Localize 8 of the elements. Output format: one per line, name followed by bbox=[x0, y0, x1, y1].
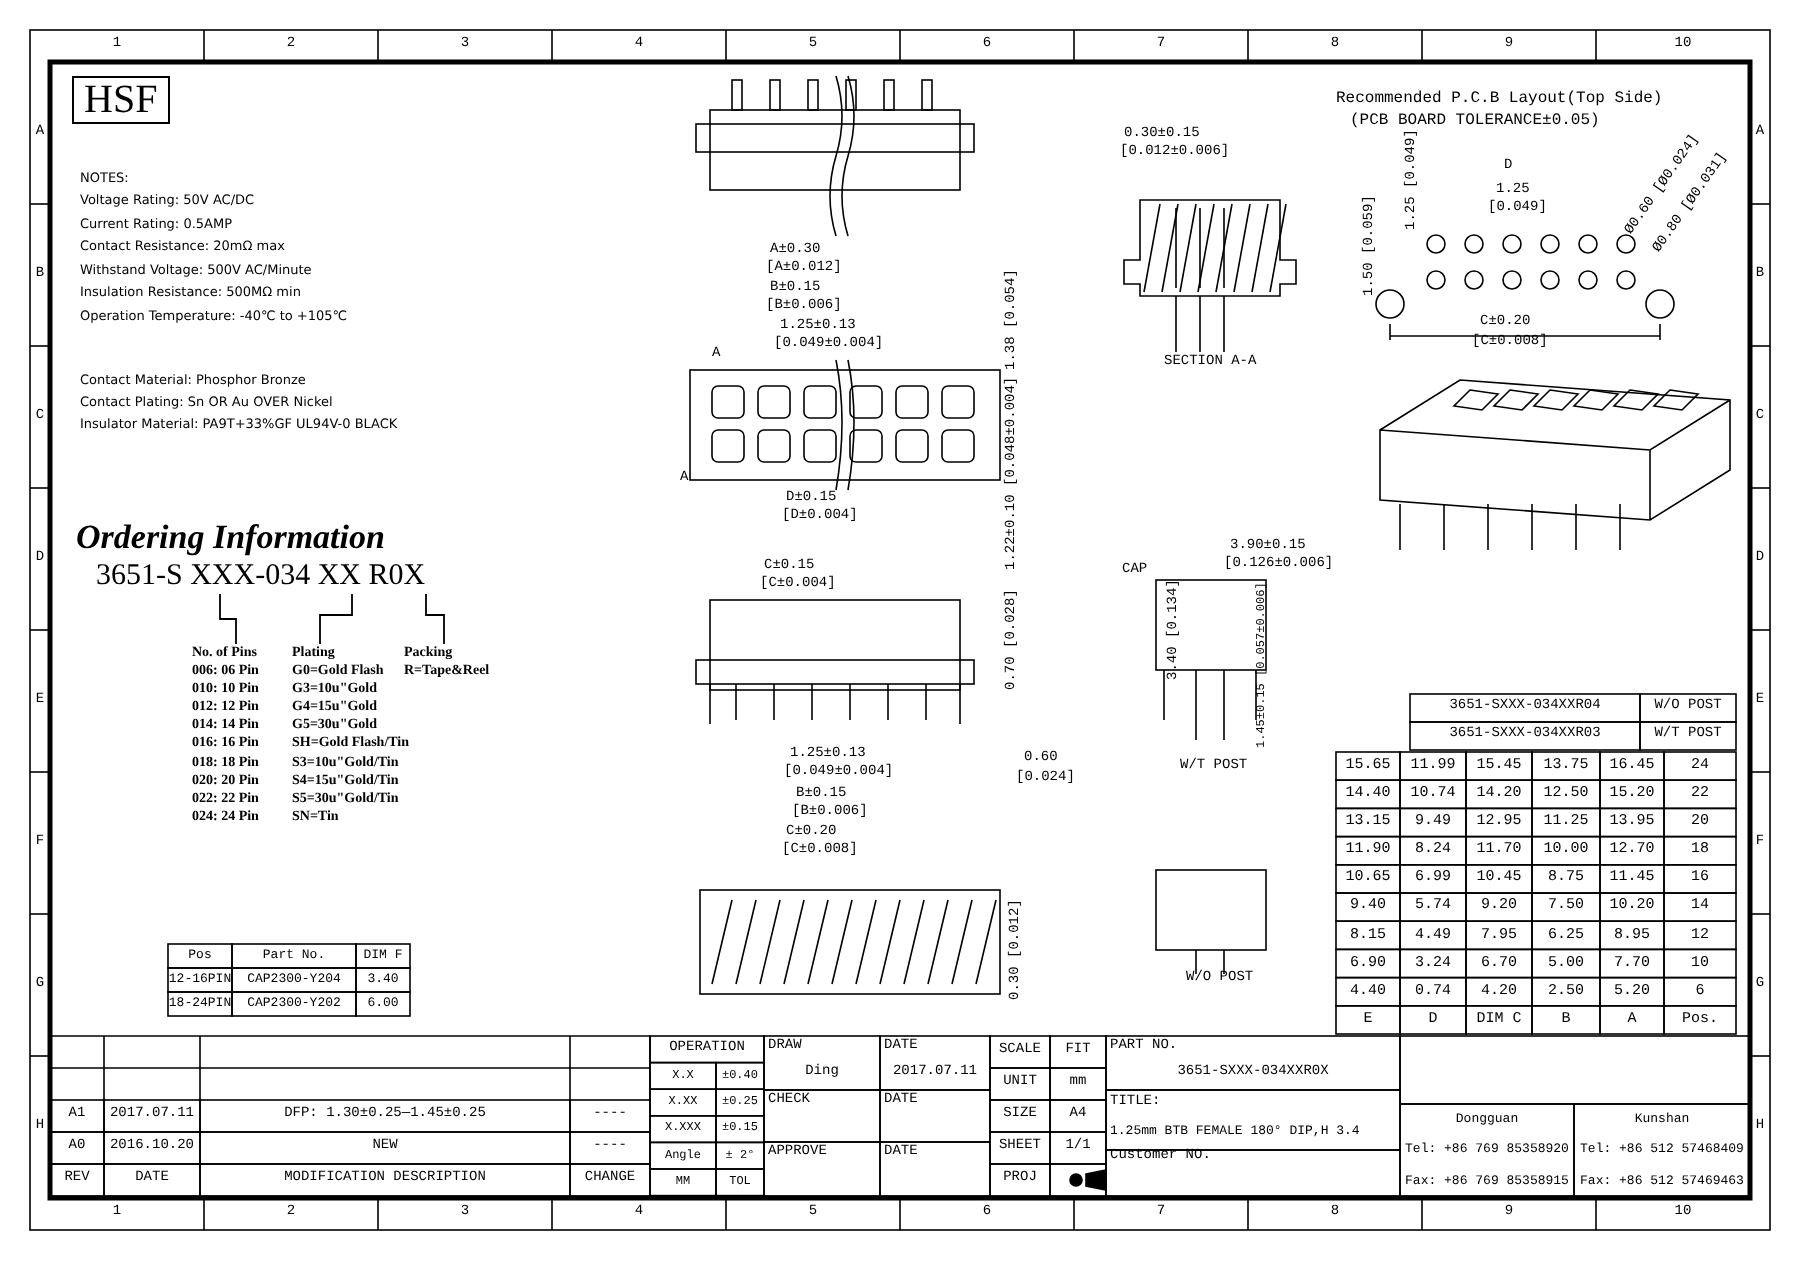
hsf-mark: HSF bbox=[72, 76, 170, 124]
leader-line bbox=[319, 593, 353, 645]
part-number-code: 3651-S XXX-034 XX R0X bbox=[96, 560, 426, 594]
layout-heading: (PCB BOARD TOLERANCE±0.05) bbox=[1350, 114, 1600, 132]
layout-heading: Recommended P.C.B Layout(Top Side) bbox=[1336, 92, 1663, 110]
leader-line bbox=[219, 593, 237, 645]
leader-line bbox=[425, 593, 445, 645]
section-heading: Ordering Information bbox=[76, 520, 385, 558]
